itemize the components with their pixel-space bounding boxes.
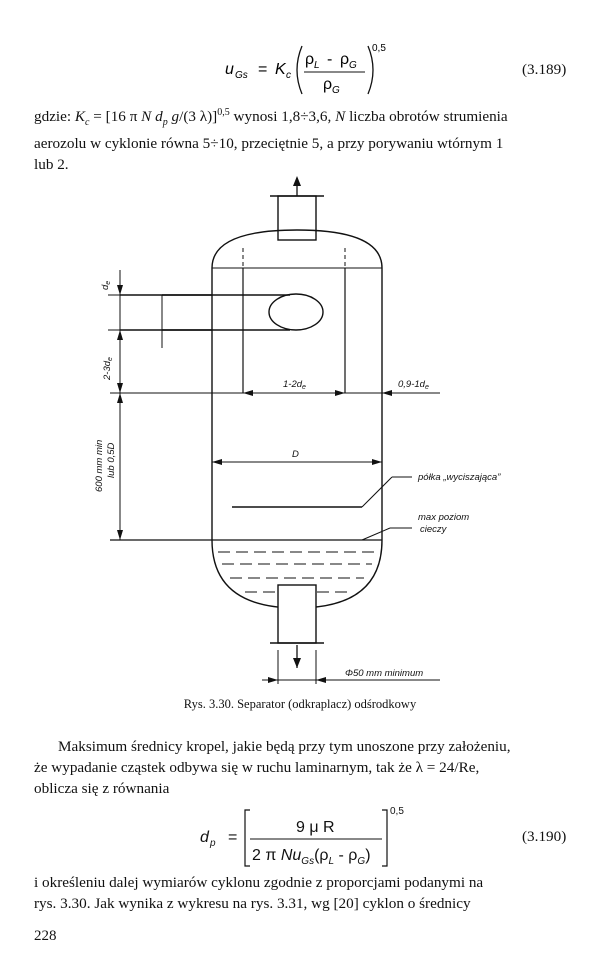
eq1-num-sub-l: L	[314, 60, 320, 71]
label-phi50: Φ50 mm minimum	[345, 668, 423, 679]
para1-slash: /(3 λ)]	[179, 108, 218, 126]
figure-separator: de 2-3de 600 mm min lub 0,5D 1-2de 0,9-1…	[0, 170, 600, 690]
eq1-den-rho: ρ	[323, 76, 332, 93]
paragraph-1: gdzie: Kc = [16 π N dp g/(3 λ)]0,5 wynos…	[34, 102, 579, 175]
para1-kc: K	[74, 108, 86, 126]
label-09-1de: 0,9-1de	[398, 379, 429, 391]
label-1-2de: 1-2de	[283, 379, 306, 391]
label-600mm: 600 mm min	[94, 440, 105, 492]
eq1-number: (3.189)	[522, 61, 567, 78]
eq1-minus: -	[327, 51, 332, 68]
shelf-leader	[361, 476, 393, 508]
eq2-left-bracket	[244, 809, 250, 867]
inlet-nozzle-ellipse	[268, 293, 324, 331]
eq1-num-sub-g: G	[349, 60, 357, 71]
para3-line2: rys. 3.30. Jak wynika z wykresu na rys. …	[34, 895, 471, 912]
para2-line1: Maksimum średnicy kropel, jakie będą prz…	[58, 738, 511, 755]
para2-line3: oblicza się z równania	[34, 780, 170, 797]
phi50-arrow-right	[316, 677, 326, 683]
eq2-equals: =	[228, 829, 237, 846]
label-max-poziom: max poziom	[418, 512, 469, 523]
eq1-equals: =	[258, 61, 267, 78]
page-number: 228	[34, 928, 57, 944]
eq2-denominator: 2 π NuGs(ρL - ρG)	[252, 847, 371, 867]
max-level-leader	[361, 527, 391, 541]
paragraph-3: i określeniu dalej wymiarów cyklonu zgod…	[34, 872, 579, 914]
label-de: de	[100, 281, 112, 290]
de-arrow-top	[117, 285, 123, 295]
eq1-right-paren	[367, 45, 374, 95]
label-2-3de: 2-3de	[102, 357, 114, 381]
separator-drawing: de 2-3de 600 mm min lub 0,5D 1-2de 0,9-1…	[94, 176, 501, 684]
label-polka: półka „wyciszająca”	[417, 472, 501, 483]
para1-line3: lub 2.	[34, 156, 69, 174]
para1-prefix: gdzie:	[34, 108, 75, 126]
eq1-left-paren	[296, 45, 303, 95]
para1-n2: N	[335, 108, 346, 126]
2-3de-arrow	[117, 383, 123, 393]
eq1-k-sub: c	[286, 70, 291, 81]
para1-kc-eq: = [16 π	[89, 108, 142, 126]
eq2-right-bracket	[382, 809, 388, 867]
para1-end: liczba obrotów strumienia	[345, 108, 508, 126]
para1-dp-sub: p	[162, 117, 168, 129]
bottom-outlet-pipe	[277, 584, 317, 644]
eq1-den-sub: G	[332, 85, 340, 96]
equation-3-189-svg: u Gs = K c ρ L - ρ G ρ G 0,5	[225, 43, 386, 96]
eq1-u-sub: Gs	[235, 70, 248, 81]
eq1-num-rho-g: ρ	[340, 51, 349, 68]
para2-line2: że wypadanie cząstek odbywa się w ruchu …	[34, 759, 480, 776]
600mm-arrow-bottom	[117, 530, 123, 540]
para1-exp: 0,5	[217, 107, 230, 118]
label-D: D	[292, 449, 299, 460]
paragraph-2: Maksimum średnicy kropel, jakie będą prz…	[34, 736, 579, 799]
vessel-body	[211, 229, 383, 609]
D-arrow-left	[212, 459, 222, 465]
para1-rest: wynosi 1,8÷3,6,	[229, 108, 336, 126]
equation-3-189: u Gs = K c ρ L - ρ G ρ G 0,5 (3.189)	[0, 28, 600, 98]
09-1de-arrow	[382, 390, 392, 396]
figure-caption: Rys. 3.30. Separator (odkraplacz) odśrod…	[183, 697, 417, 711]
eq2-exponent: 0,5	[390, 806, 404, 817]
label-lub-05d: lub 0,5D	[106, 442, 117, 478]
eq1-num-rho: ρ	[305, 51, 314, 68]
para3-line1: i określeniu dalej wymiarów cyklonu zgod…	[34, 874, 484, 891]
para1-n: N	[141, 108, 152, 126]
eq1-k: K	[275, 61, 287, 78]
para1-kc-sub: c	[85, 117, 90, 129]
top-outlet-pipe	[277, 195, 317, 241]
para1-line1: gdzie: Kc = [16 π N dp g/(3 λ)]0,5 wynos…	[34, 102, 579, 133]
eq2-d: d	[200, 829, 210, 846]
bottom-outlet-arrowhead	[293, 658, 301, 668]
top-outlet-arrowhead	[293, 176, 301, 186]
600mm-arrow-top	[117, 393, 123, 403]
para1-g: g	[167, 108, 180, 126]
eq2-numerator: 9 μ R	[296, 819, 335, 836]
para1-line2: aerozolu w cyklonie równa 5÷10, przecięt…	[34, 135, 504, 153]
D-arrow-right	[372, 459, 382, 465]
phi50-arrow-left	[268, 677, 278, 683]
eq2-d-sub: p	[209, 838, 216, 849]
label-cieczy: cieczy	[420, 524, 448, 535]
eq1-exponent: 0,5	[372, 43, 386, 54]
eq2-number: (3.190)	[522, 828, 567, 845]
para1-dp: d	[155, 108, 163, 126]
1-2de-arrow-right	[335, 390, 345, 396]
1-2de-arrow-left	[243, 390, 253, 396]
equation-3-190-svg: d p = 9 μ R 2 π NuGs(ρL - ρG) 0,5	[200, 806, 404, 867]
eq1-u: u	[225, 61, 234, 78]
equation-3-190: d p = 9 μ R 2 π NuGs(ρL - ρG) 0,5 (3.190…	[0, 800, 600, 870]
